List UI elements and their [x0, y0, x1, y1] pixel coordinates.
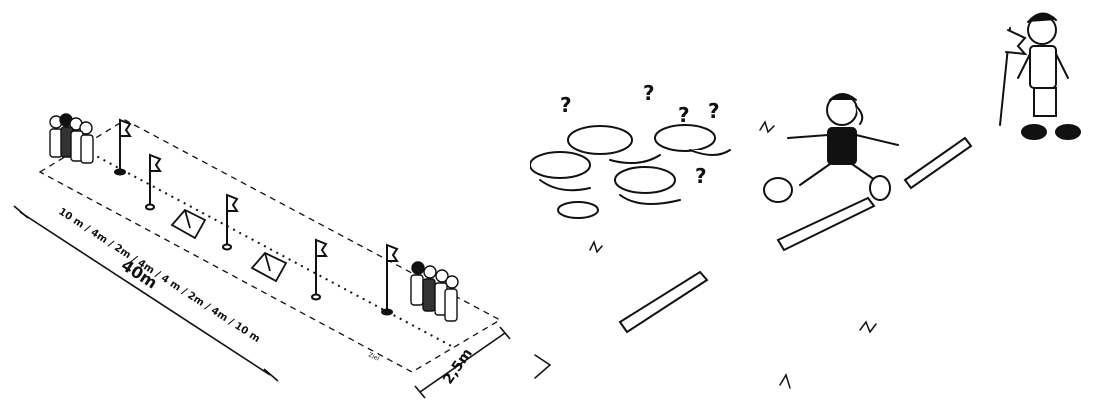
question-mark: ?	[643, 81, 655, 105]
board	[618, 270, 709, 334]
finish-label: Ziel	[367, 351, 380, 362]
cartoon-illustration: ? ? ? ? ?	[530, 0, 1094, 401]
flag-icon	[145, 153, 162, 211]
boy-with-flag	[999, 12, 1081, 140]
flag-icon	[114, 118, 132, 176]
board	[903, 136, 973, 190]
fallen-children	[530, 124, 731, 219]
flag-icon	[222, 193, 239, 251]
dimension-line-total	[19, 211, 271, 376]
flag-icon	[381, 243, 399, 316]
children-group-start	[49, 113, 94, 164]
question-mark: ?	[695, 164, 707, 188]
course-boundary	[38, 119, 502, 373]
question-mark: ?	[678, 103, 690, 127]
grass-tufts	[534, 120, 877, 389]
flag-icon	[311, 238, 328, 301]
dimension-line-width	[419, 332, 506, 393]
course-centerline	[84, 149, 456, 349]
course-diagram: 10 m / 4m / 2m / 4m / 4 m / 2m / 4m / 10…	[0, 0, 530, 401]
children-group-finish	[410, 261, 459, 322]
question-mark: ?	[708, 99, 720, 123]
question-mark: ?	[560, 93, 572, 117]
running-girl	[763, 93, 899, 203]
board	[776, 196, 876, 252]
